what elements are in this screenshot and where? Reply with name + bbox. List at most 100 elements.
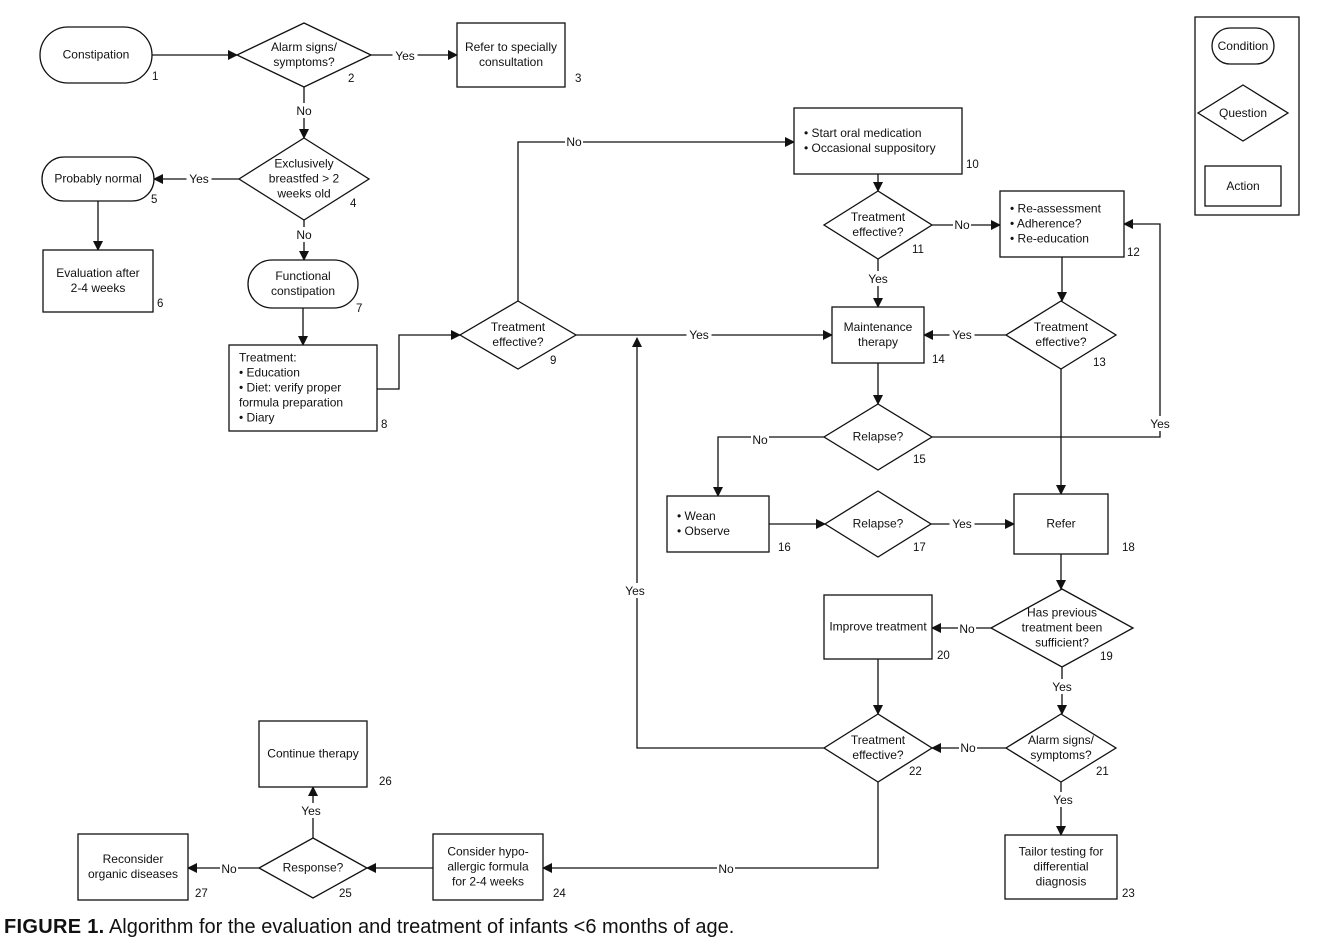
node-18: Refer 18 [1013, 493, 1135, 555]
node-number: 24 [553, 888, 566, 900]
edge-label: Yes [395, 49, 415, 63]
node-label-line: effective? [852, 748, 903, 762]
node-8: Treatment:• Education• Diet: verify prop… [228, 344, 387, 432]
node-number: 18 [1122, 542, 1135, 554]
edge-11-to-14: Yes [865, 259, 891, 308]
action-shape [999, 190, 1125, 258]
edge-label-bg [717, 861, 735, 876]
node-label-line: Probably normal [54, 172, 141, 186]
node-number: 27 [195, 888, 208, 900]
node-label-line: organic diseases [88, 867, 178, 881]
edge-line [932, 219, 1161, 438]
node-label-line: Exclusively [274, 157, 333, 171]
edge-label: Yes [301, 804, 321, 818]
action-shape [1004, 834, 1118, 900]
edge-label-bg [295, 103, 313, 118]
node-label-line: 2-4 weeks [71, 281, 126, 295]
edge-label: No [221, 862, 237, 876]
caption-text: Algorithm for the evaluation and treatme… [108, 916, 735, 938]
edge-21-to-23: Yes [1050, 782, 1076, 836]
question-shape [823, 490, 933, 558]
condition-shape [247, 259, 359, 309]
node-10: • Start oral medication• Occasional supp… [793, 107, 979, 175]
node-label-line: Refer to specially [465, 40, 557, 54]
node-number: 15 [913, 454, 926, 466]
edge-label-bg [686, 327, 712, 342]
question-shape [237, 137, 371, 221]
edges-layer: YesNoYesNoNoYesNoYesYesNoYesYesNoYesNoYe… [93, 48, 1173, 876]
node-number: 13 [1093, 357, 1106, 369]
node-25: Response?25 [257, 837, 369, 900]
edge-label-bg [565, 134, 583, 149]
edge-label: No [960, 741, 976, 755]
node-number: 8 [381, 419, 387, 431]
node-label-line: • Re-assessment [1010, 202, 1102, 216]
node-15: Relapse?15 [822, 403, 934, 471]
flowchart-diagram: YesNoYesNoNoYesNoYesYesNoYesYesNoYesNoYe… [39, 16, 1300, 901]
node-label-line: therapy [858, 335, 898, 349]
edge-15-to-12: Yes [932, 219, 1173, 438]
edge-label-bg [298, 803, 324, 818]
action-shape [1013, 493, 1109, 555]
question-shape [458, 300, 578, 370]
edge-label: No [959, 622, 975, 636]
node-label-line: Constipation [63, 48, 130, 62]
edge-label-bg [186, 171, 212, 186]
action-shape [823, 594, 933, 660]
action-shape [456, 22, 566, 88]
node-label-line: weeks old [276, 187, 330, 201]
node-label-line: Has previous [1027, 606, 1097, 620]
node-label-line: breastfed > 2 [269, 172, 340, 186]
node-number: 26 [379, 776, 392, 788]
edge-13-to-14: Yes [923, 327, 1006, 342]
action-shape [432, 833, 544, 901]
edge-label: Yes [952, 328, 972, 342]
node-number: 11 [912, 244, 924, 256]
node-label-line: Treatment [1034, 320, 1089, 334]
node-label-line: symptoms? [273, 55, 335, 69]
node-number: 19 [1100, 651, 1113, 663]
node-number: 20 [937, 650, 950, 662]
node-label-line: Treatment [491, 320, 546, 334]
edge-label: No [954, 218, 970, 232]
edge-line [542, 782, 879, 873]
node-number: 21 [1096, 766, 1109, 778]
node-label-line: Response? [283, 861, 344, 875]
node-label-line: Refer [1046, 517, 1075, 531]
node-number: 7 [356, 303, 362, 315]
node-label-line: symptoms? [1030, 748, 1092, 762]
node-number: 10 [966, 159, 979, 171]
node-label-line: Evaluation after [56, 266, 139, 280]
condition-shape [39, 26, 153, 84]
edge-19-to-21: Yes [1049, 667, 1075, 715]
edge-label-bg [949, 327, 975, 342]
edge-9-to-10: No [517, 134, 795, 301]
action-shape [258, 720, 368, 788]
edge-label: Yes [625, 584, 645, 598]
edge-4-to-7: No [295, 220, 313, 261]
node-label-line: Treatment [851, 210, 906, 224]
edge-label: Yes [1053, 793, 1073, 807]
action-shape [831, 306, 925, 364]
edge-label-bg [392, 48, 418, 63]
edge-line [517, 137, 795, 301]
node-number: 3 [575, 73, 581, 85]
edge-2-to-3: Yes [371, 48, 458, 63]
question-shape [822, 713, 934, 783]
node-label-line: Tailor testing for [1019, 845, 1104, 859]
node-label-line: diagnosis [1036, 875, 1087, 889]
node-label-line: treatment been [1022, 621, 1103, 635]
node-label-line: • Observe [677, 524, 730, 538]
node-number: 14 [932, 354, 945, 366]
node-label-line: • Re-education [1010, 232, 1089, 246]
